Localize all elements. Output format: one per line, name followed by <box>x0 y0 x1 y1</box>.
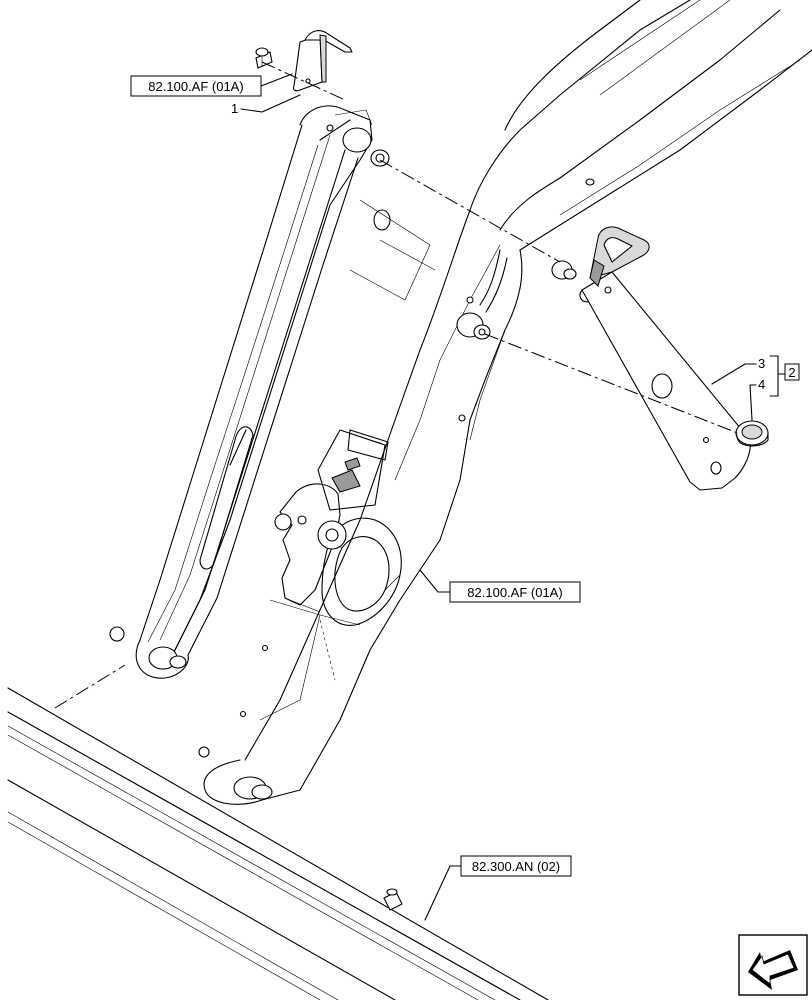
svg-text:82.300.AN (02): 82.300.AN (02) <box>472 859 560 874</box>
svg-text:4: 4 <box>758 377 765 392</box>
ref-label-top[interactable]: 82.100.AF (01A) <box>130 73 293 97</box>
back-arrow-icon[interactable] <box>738 934 808 996</box>
pivot-boss <box>274 429 402 626</box>
bushing-item-4 <box>735 420 769 447</box>
svg-text:2: 2 <box>788 365 795 380</box>
link-rod <box>109 105 436 679</box>
svg-text:1: 1 <box>231 101 238 116</box>
ref-label-bottom[interactable]: 82.300.AN (02) <box>424 855 572 921</box>
svg-text:82.100.AF (01A): 82.100.AF (01A) <box>148 79 243 94</box>
pin-assembly <box>456 249 577 422</box>
bracket-item-1 <box>255 30 353 92</box>
callout-group-2: 3 4 2 <box>711 355 800 421</box>
bucket-frame <box>7 687 549 1000</box>
bracket-item-3 <box>579 226 751 491</box>
central-link <box>198 209 523 805</box>
svg-text:3: 3 <box>758 356 765 371</box>
svg-text:82.100.AF (01A): 82.100.AF (01A) <box>467 585 562 600</box>
callout-item-1: 1 <box>231 94 301 116</box>
loader-arm <box>469 0 812 251</box>
alignment-lines <box>54 61 741 709</box>
ref-label-middle[interactable]: 82.100.AF (01A) <box>419 569 581 603</box>
